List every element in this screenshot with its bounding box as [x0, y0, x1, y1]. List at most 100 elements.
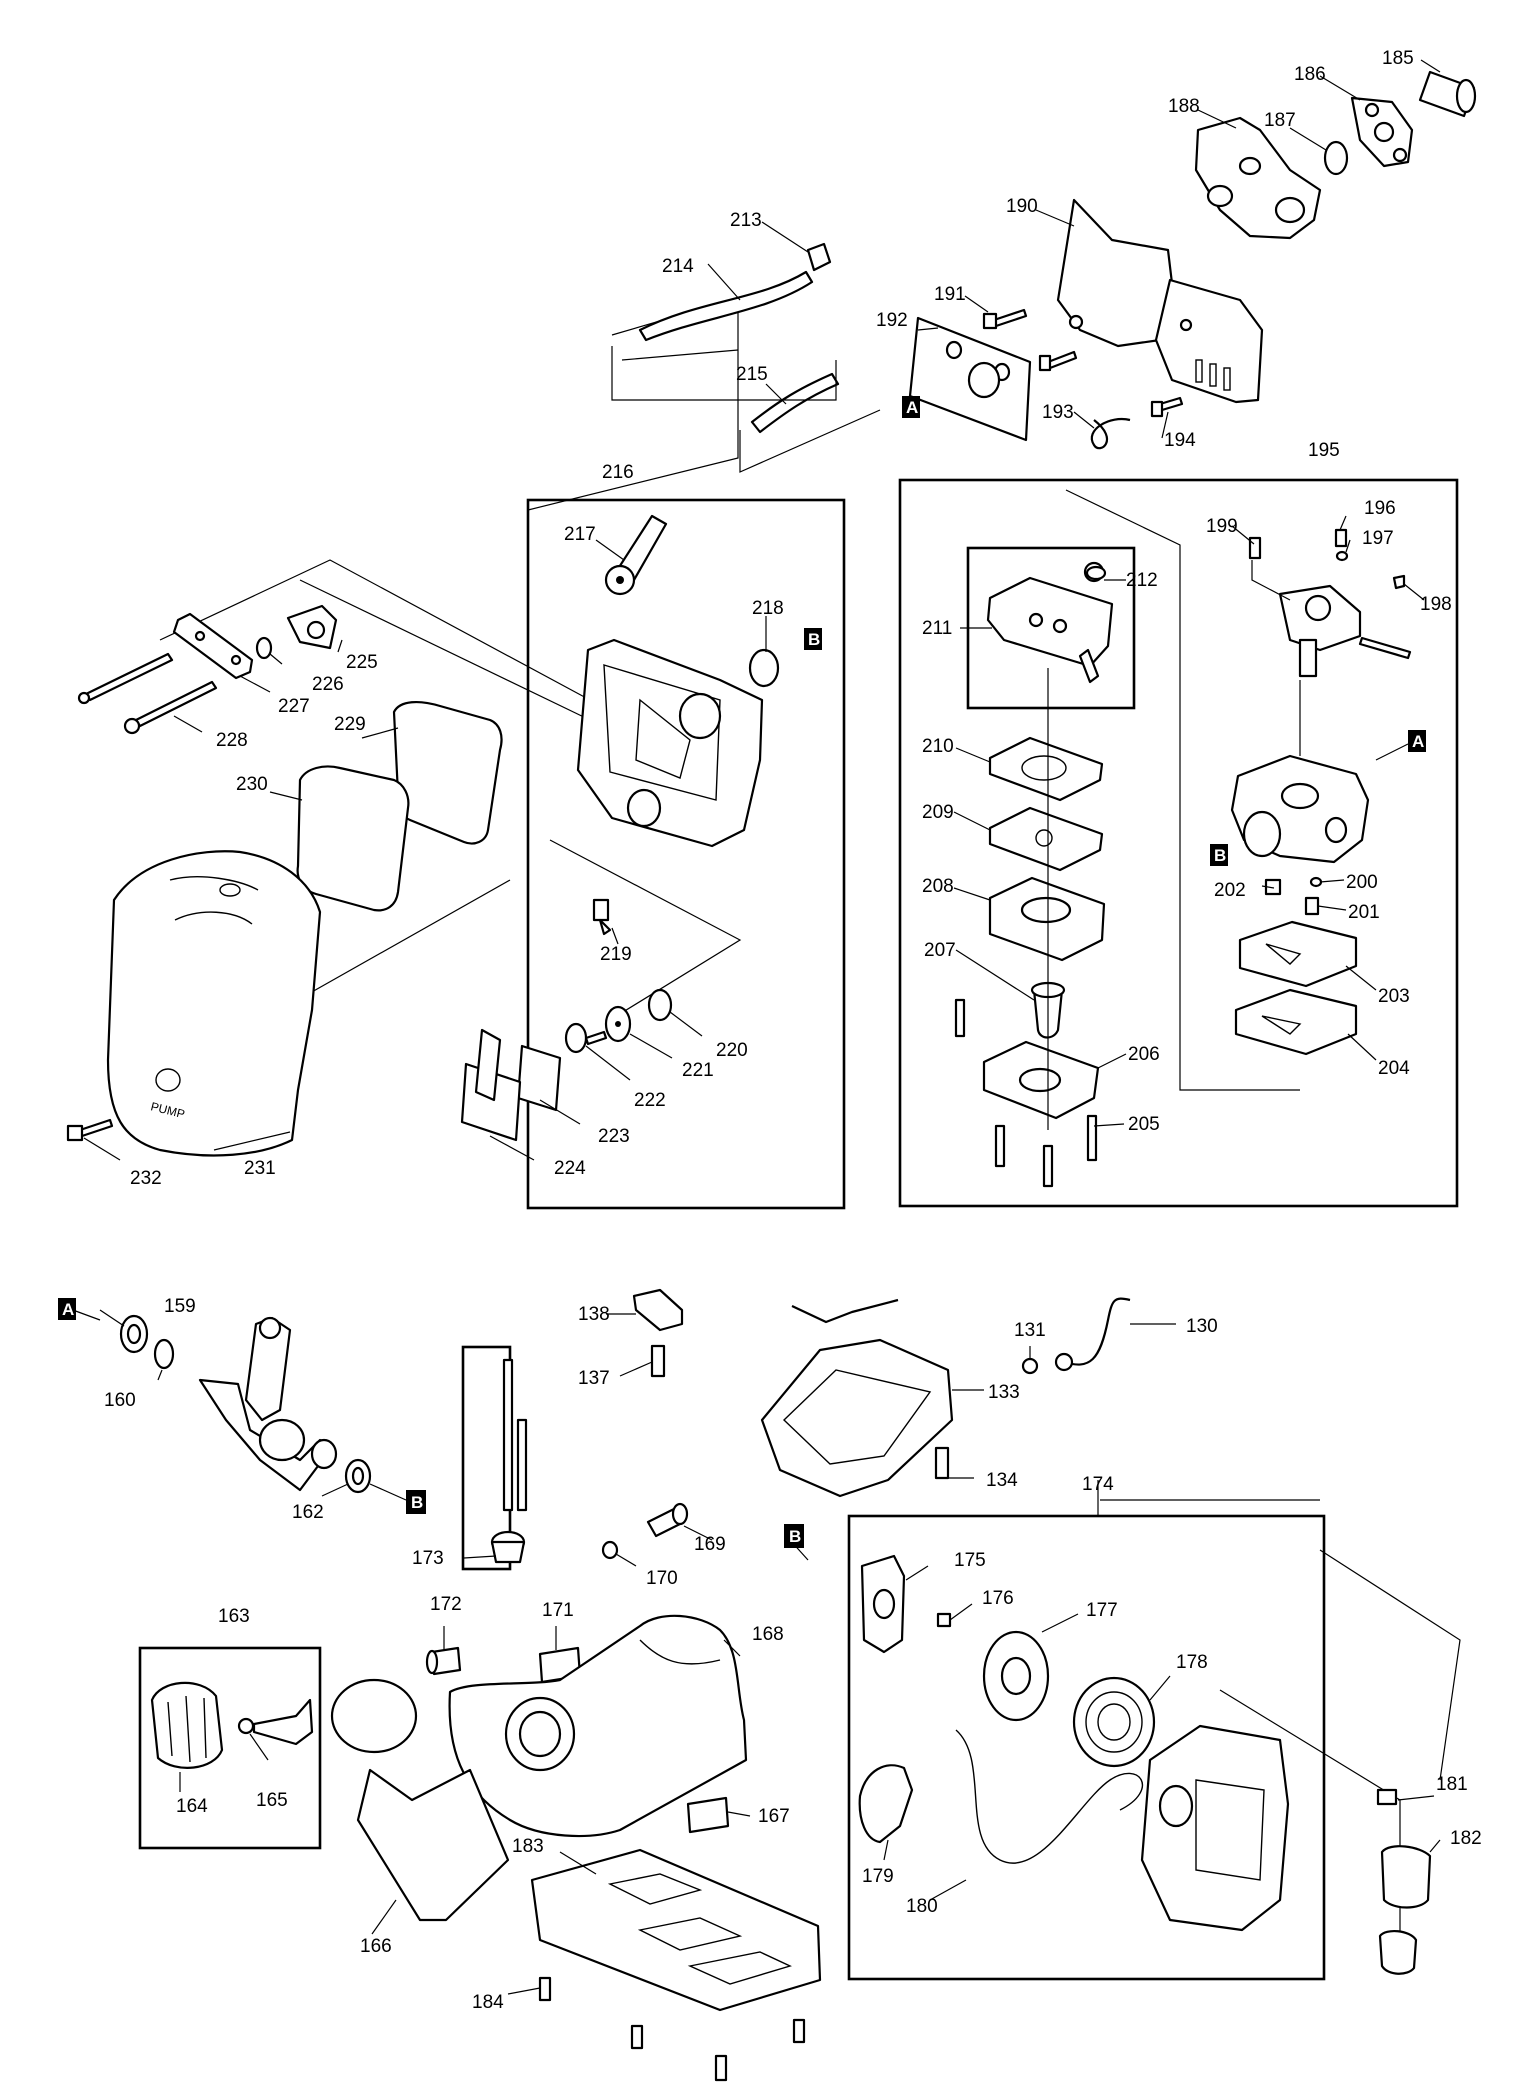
label-178: 178 — [1176, 1652, 1208, 1673]
o-ring-220 — [647, 988, 673, 1022]
cleaner-cover-231: PUMP — [106, 850, 322, 1157]
label-208: 208 — [922, 876, 954, 897]
label-228: 228 — [216, 730, 248, 751]
label-187: 187 — [1264, 110, 1296, 131]
label-159: 159 — [164, 1296, 196, 1317]
label-183: 183 — [512, 1836, 544, 1857]
bolt-unlabeled — [1038, 350, 1078, 372]
label-205: 205 — [1128, 1114, 1160, 1135]
damper-167 — [686, 1796, 730, 1834]
label-182: 182 — [1450, 1828, 1482, 1849]
fuel-filter-173 — [490, 1358, 528, 1564]
washer-226 — [255, 636, 273, 660]
svg-text:A: A — [1412, 732, 1424, 751]
label-224: 224 — [554, 1158, 586, 1179]
label-173: 173 — [412, 1548, 444, 1569]
label-188: 188 — [1168, 96, 1200, 117]
o-ring-218 — [748, 648, 780, 688]
ref-marker-b-1: B — [804, 628, 822, 650]
heat-plate-with-slots — [1154, 278, 1264, 404]
end-cover-206 — [982, 1040, 1100, 1120]
recoil-starter-frame — [847, 1514, 1326, 1981]
label-131: 131 — [1014, 1320, 1046, 1341]
element-229 — [392, 700, 503, 845]
bolt-191 — [982, 308, 1028, 330]
label-198: 198 — [1420, 594, 1452, 615]
label-231: 231 — [244, 1158, 276, 1179]
label-138: 138 — [578, 1304, 610, 1325]
screw-201 — [1304, 896, 1320, 916]
carburetor-assembly-frame — [898, 478, 1459, 1208]
fuel-cap-frame — [138, 1646, 322, 1850]
label-191: 191 — [934, 284, 966, 305]
label-203: 203 — [1378, 986, 1410, 1007]
label-167: 167 — [758, 1806, 790, 1827]
label-186: 186 — [1294, 64, 1326, 85]
part-number-labels: 185 186 187 188 190 191 192 193 194 195 … — [104, 48, 1482, 2013]
label-232: 232 — [130, 1168, 162, 1189]
ref-marker-a-3: A — [58, 1298, 76, 1320]
label-172: 172 — [430, 1594, 462, 1615]
svg-text:A: A — [62, 1300, 74, 1319]
cover-plate-lower — [1378, 1930, 1418, 1975]
label-171: 171 — [542, 1600, 574, 1621]
carburetor-body — [1230, 754, 1370, 864]
pulley-cover-175 — [860, 1554, 906, 1654]
filter-element-224 — [460, 1028, 522, 1142]
gasket-top — [791, 1298, 899, 1324]
label-212: 212 — [1126, 570, 1158, 591]
hose-130 — [1054, 1297, 1131, 1372]
leader-lines — [61, 59, 1441, 1995]
label-199: 199 — [1206, 516, 1238, 537]
label-130: 130 — [1186, 1316, 1218, 1337]
screen-212 — [1085, 565, 1107, 581]
label-184: 184 — [472, 1992, 504, 2013]
svg-text:B: B — [1214, 846, 1226, 865]
fuel-hose-214 — [638, 270, 814, 342]
label-226: 226 — [312, 674, 344, 695]
long-screw — [1358, 636, 1412, 660]
label-211: 211 — [922, 618, 952, 639]
fuel-hose-215 — [750, 372, 840, 434]
ref-marker-b-2: B — [1210, 844, 1228, 866]
svg-text:B: B — [789, 1527, 801, 1546]
throttle-body-top — [1278, 584, 1362, 678]
washer-200 — [1309, 876, 1323, 888]
spring-178 — [1072, 1676, 1156, 1768]
label-137: 137 — [578, 1368, 610, 1389]
gear-225 — [286, 604, 338, 650]
label-181: 181 — [1436, 1774, 1468, 1795]
ring-160 — [153, 1338, 175, 1370]
bolt-134 — [934, 1446, 950, 1480]
plate-192 — [908, 316, 1032, 442]
screws-184 — [538, 1976, 806, 2082]
label-209: 209 — [922, 802, 954, 823]
label-230: 230 — [236, 774, 268, 795]
label-222: 222 — [634, 1090, 666, 1111]
label-207: 207 — [924, 940, 956, 961]
strainer-165 — [237, 1698, 314, 1746]
insulator-188 — [1194, 116, 1322, 240]
label-227: 227 — [278, 696, 310, 717]
label-165: 165 — [256, 1790, 288, 1811]
label-215: 215 — [736, 364, 768, 385]
label-213: 213 — [730, 210, 762, 231]
label-162: 162 — [292, 1502, 324, 1523]
washer-170 — [601, 1540, 619, 1560]
label-195: 195 — [1308, 440, 1340, 461]
label-219: 219 — [600, 944, 632, 965]
screw-196 — [1334, 528, 1348, 548]
starter-rope-180 — [955, 1729, 1143, 1864]
pump-body-208 — [988, 876, 1106, 962]
clip-198 — [1392, 574, 1406, 590]
label-169: 169 — [694, 1534, 726, 1555]
label-176: 176 — [982, 1588, 1014, 1609]
carburetor-bracket-190 — [1056, 198, 1176, 348]
label-164: 164 — [176, 1796, 208, 1817]
label-166: 166 — [360, 1936, 392, 1957]
label-190: 190 — [1006, 196, 1038, 217]
label-201: 201 — [1348, 902, 1380, 923]
o-ring-187 — [1323, 140, 1349, 176]
svg-text:B: B — [808, 630, 820, 649]
